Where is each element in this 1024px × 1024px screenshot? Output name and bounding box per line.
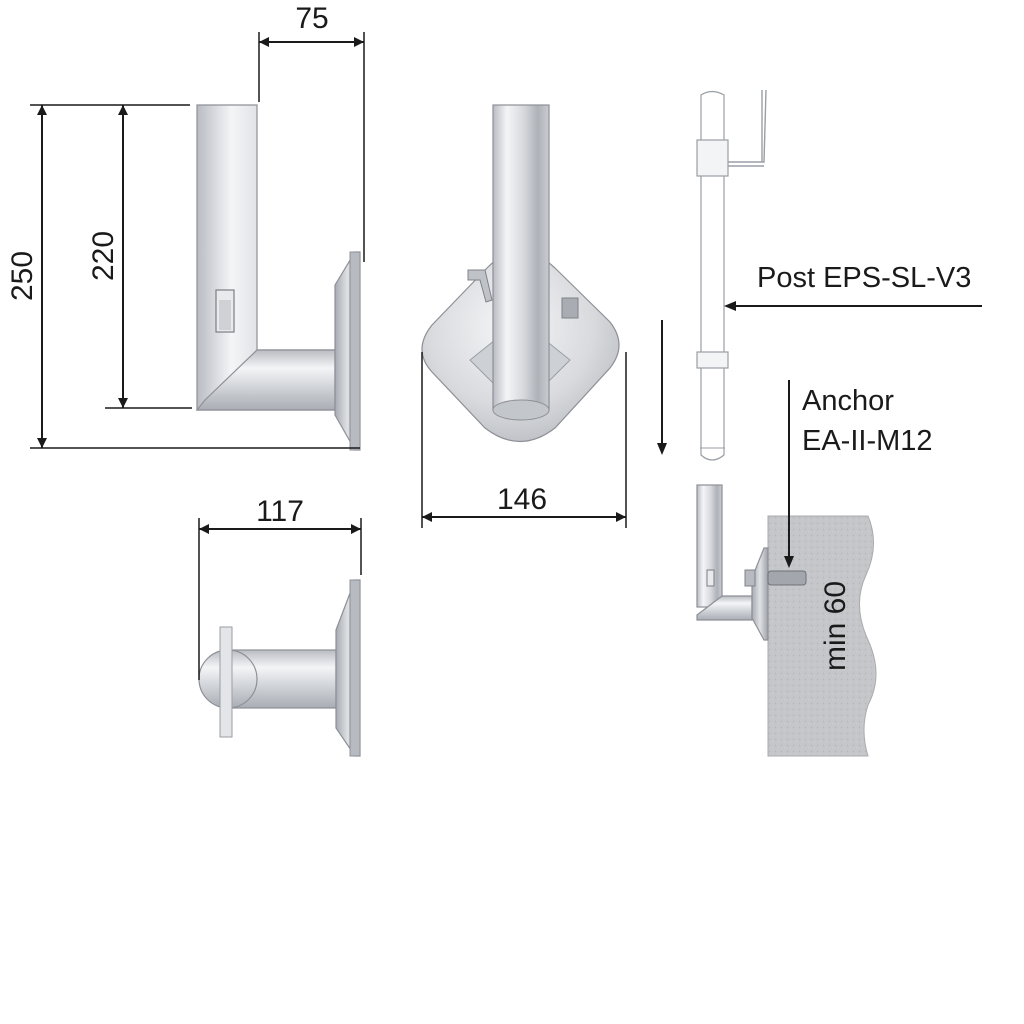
side-elevation-view: 75 250 220 (6, 2, 365, 451)
installed-bracket-plate (751, 547, 769, 641)
insert-down-arrow (657, 443, 667, 455)
hook-clip (467, 269, 493, 303)
anchor-label-line1: Anchor (802, 385, 894, 417)
dim-total-height: 250 (6, 251, 39, 301)
dim-side-depth: 117 (256, 495, 304, 528)
post-tube-front (492, 104, 550, 411)
dim-plate-width: 146 (497, 483, 547, 516)
installation-view: Post EPS-SL-V3 Anchor EA-II-M12 min 60 (657, 89, 982, 757)
front-plate-view: 146 (421, 104, 627, 528)
post-eps-sl-v3 (696, 89, 767, 461)
min-embed-label: min 60 (819, 581, 852, 671)
top-view: 117 (198, 495, 362, 757)
dim-tube-height: 220 (87, 231, 120, 281)
installed-bracket-tube (696, 484, 723, 608)
anchor-label-line2: EA-II-M12 (802, 425, 933, 457)
anchor-bolt (767, 570, 807, 586)
dim-top-width: 75 (295, 2, 328, 35)
post-label: Post EPS-SL-V3 (757, 262, 971, 294)
